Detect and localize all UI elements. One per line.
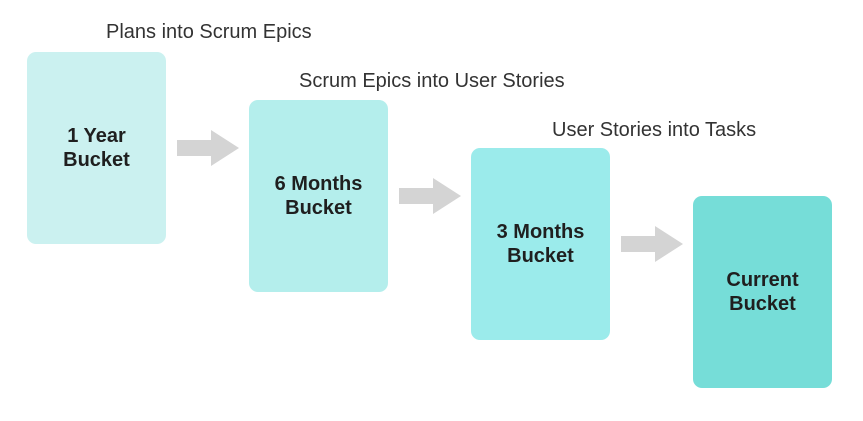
right-arrow-icon <box>621 226 683 262</box>
bucket-6-months: 6 Months Bucket <box>249 100 388 292</box>
bucket-3-months: 3 Months Bucket <box>471 148 610 340</box>
caption-stories-into-tasks: User Stories into Tasks <box>552 119 757 141</box>
bucket-current: Current Bucket <box>693 196 832 388</box>
right-arrow-icon <box>177 130 239 166</box>
right-arrow-icon <box>399 178 461 214</box>
bucket-1-year-label: 1 Year Bucket <box>63 125 130 171</box>
bucket-current-label: Current Bucket <box>726 269 799 315</box>
caption-plans-into-epics: Plans into Scrum Epics <box>106 21 312 43</box>
caption-epics-into-stories: Scrum Epics into User Stories <box>299 70 565 92</box>
bucket-6-months-label: 6 Months Bucket <box>274 173 363 219</box>
bucket-1-year: 1 Year Bucket <box>27 52 166 244</box>
bucket-3-months-label: 3 Months Bucket <box>496 221 585 267</box>
